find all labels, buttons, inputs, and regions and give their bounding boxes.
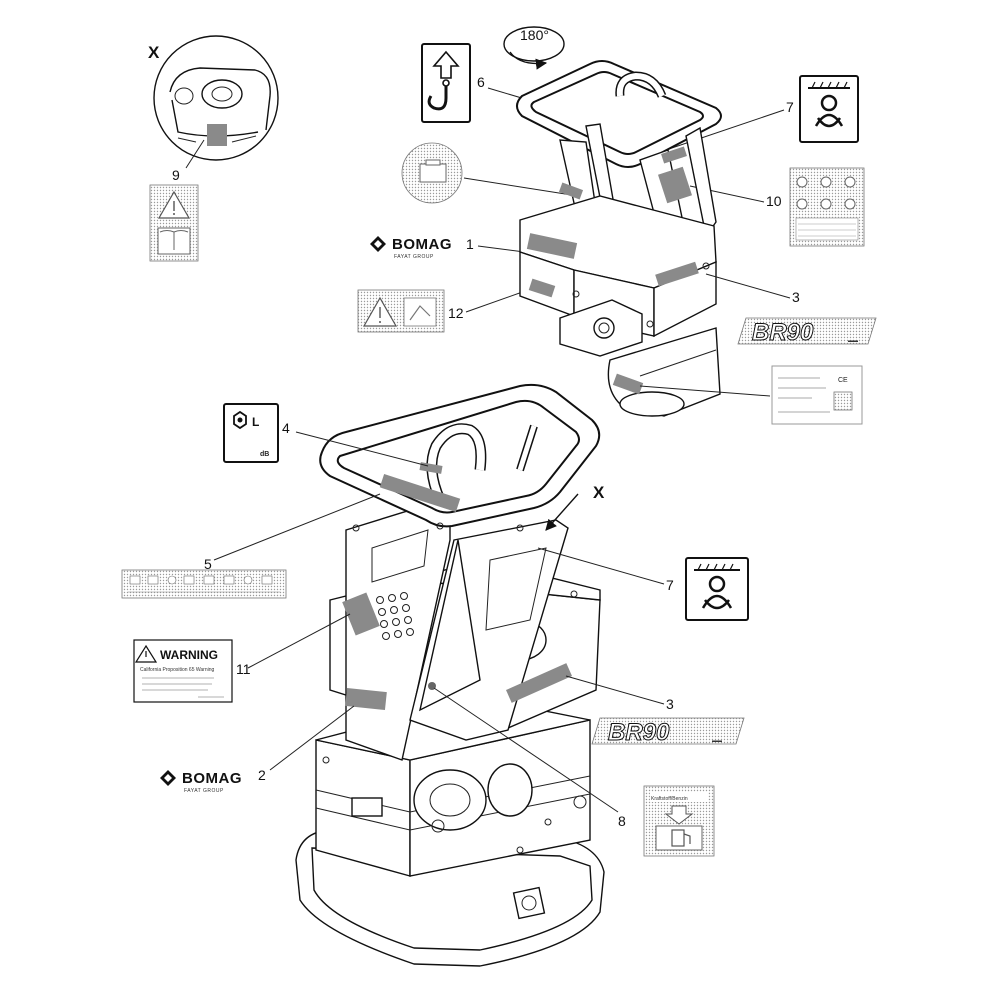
decal-3-top-position: [655, 261, 699, 287]
decal-model-lower: BR90 ▬▬: [591, 717, 745, 747]
view-arrow-label: X: [593, 483, 605, 502]
callout-6: 6: [477, 74, 485, 90]
hook-icon: [427, 86, 448, 111]
machine-front-view: [295, 383, 605, 967]
callout-9: 9: [172, 167, 180, 183]
decal-12-warning: [357, 289, 445, 333]
view-arrow: [545, 493, 579, 531]
bomag-logo-sub: FAYAT GROUP: [394, 254, 434, 260]
bomag-logo-sub-2: FAYAT GROUP: [184, 788, 224, 794]
decal-4-sound-power: L dB: [223, 403, 279, 463]
decal-10-position: [658, 166, 692, 204]
svg-text:▬▬: ▬▬: [712, 738, 722, 744]
fuel-label: Kraftstoff/Benzin: [651, 796, 688, 802]
callout-3-top: 3: [792, 289, 800, 305]
keypad: [376, 592, 414, 640]
rotation-label: 180°: [520, 27, 549, 43]
model-text-top: BR90: [752, 319, 814, 346]
decal-7-lower-lift-point: [685, 557, 749, 621]
decal-11-position: [342, 592, 380, 636]
callout-4: 4: [282, 420, 290, 436]
machine-rear-view: [516, 60, 722, 417]
decal-5-control-strip: [121, 569, 287, 599]
decal-5-position: [379, 473, 461, 513]
fuel-pump-icon: [671, 829, 685, 847]
up-arrow-icon: [432, 50, 460, 79]
ce-mark: CE: [838, 377, 848, 384]
callout-5: 5: [204, 556, 212, 572]
decal-9-position: [207, 124, 227, 146]
callout-10: 10: [766, 193, 782, 209]
callout-1: 1: [466, 236, 474, 252]
decal-12-position: [528, 278, 556, 298]
callout-11: 11: [236, 661, 251, 677]
decal-7-top-lift-point: [799, 75, 859, 143]
warning-title: WARNING: [160, 648, 218, 662]
decal-lifting-hook: [421, 43, 471, 123]
decal-round-fuel-cap: [401, 142, 463, 204]
svg-text:▬▬: ▬▬: [848, 338, 858, 344]
detail-view-x: X: [148, 35, 279, 169]
detail-marker-label: X: [148, 43, 160, 62]
sound-unit: dB: [260, 451, 269, 458]
warning-subtitle: California Proposition 65 Warning: [140, 667, 215, 673]
decal-9-warning-manual: [149, 184, 199, 262]
decal-2-position: [345, 687, 387, 711]
callout-12: 12: [448, 305, 464, 321]
decal-1-bomag-logo: BOMAG FAYAT GROUP: [370, 236, 452, 260]
nameplate-position: [612, 373, 644, 395]
qr-code-icon: [833, 391, 853, 411]
decal-2-bomag-logo: BOMAG FAYAT GROUP: [160, 770, 242, 794]
decal-7-top-position: [661, 146, 687, 164]
rotation-180-indicator: 180°: [503, 26, 565, 70]
model-text-lower: BR90: [608, 719, 670, 746]
bomag-logo-text: BOMAG: [392, 236, 452, 253]
sound-symbol: L: [252, 415, 259, 429]
callout-7-top: 7: [786, 99, 794, 115]
bomag-logo-text-2: BOMAG: [182, 770, 242, 787]
callout-3-lower: 3: [666, 696, 674, 712]
callout-2: 2: [258, 767, 266, 783]
callout-7-lower: 7: [666, 577, 674, 593]
decal-11-california-warning: WARNING California Proposition 65 Warnin…: [133, 639, 233, 703]
decal-1-position: [526, 233, 578, 259]
down-arrow-icon: [664, 805, 694, 825]
decal-3-front-position: [506, 663, 572, 703]
decal-10-instructions: [789, 167, 865, 247]
decal-model-top: BR90 ▬▬: [737, 317, 877, 347]
callout-8: 8: [618, 813, 626, 829]
decal-8-fuel: Kraftstoff/Benzin: [643, 785, 715, 857]
decal-nameplate: CE: [771, 365, 863, 425]
